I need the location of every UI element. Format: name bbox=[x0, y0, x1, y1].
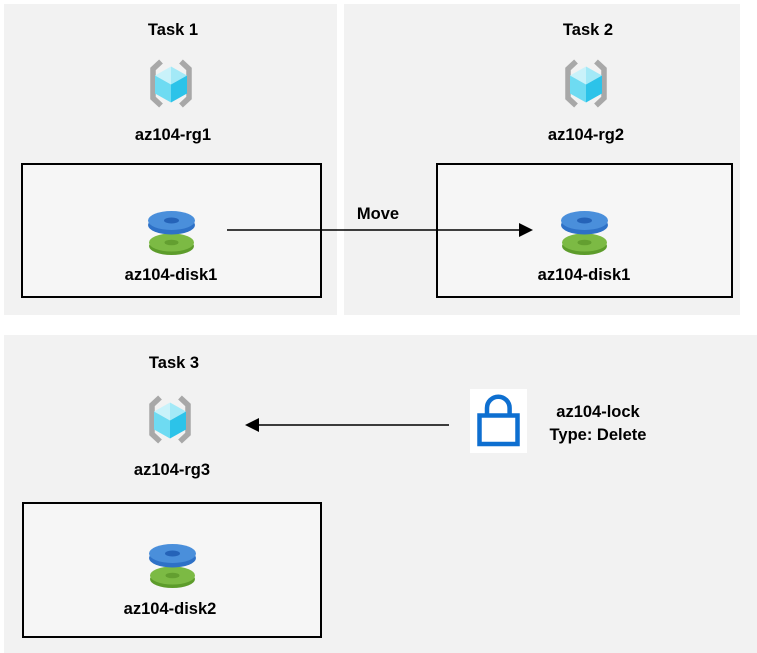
task3-resource-group-label: az104-rg3 bbox=[133, 461, 211, 479]
task1-resource-group-label: az104-rg1 bbox=[134, 126, 212, 144]
move-arrow bbox=[227, 223, 533, 237]
panel-task2 bbox=[344, 4, 740, 315]
lock-icon bbox=[470, 389, 527, 453]
lock-to-rg3-arrow bbox=[245, 418, 449, 432]
disk-icon bbox=[143, 206, 200, 258]
task2-resource-group-label: az104-rg2 bbox=[547, 126, 625, 144]
task2-title: Task 2 bbox=[562, 21, 614, 39]
resource-group-icon bbox=[142, 57, 200, 110]
task2-disk-label: az104-disk1 bbox=[537, 266, 631, 284]
task1-disk-label: az104-disk1 bbox=[124, 266, 218, 284]
disk-icon bbox=[144, 539, 201, 591]
lock-type-label: Type: Delete bbox=[549, 426, 647, 444]
lock-name-label: az104-lock bbox=[556, 403, 640, 421]
resource-group-icon bbox=[141, 393, 199, 446]
task1-title: Task 1 bbox=[147, 21, 199, 39]
move-arrow-label: Move bbox=[356, 205, 400, 223]
task3-title: Task 3 bbox=[148, 354, 200, 372]
resource-group-icon bbox=[557, 57, 615, 110]
panel-task3 bbox=[4, 335, 757, 653]
disk-icon bbox=[556, 206, 613, 258]
task3-disk-label: az104-disk2 bbox=[123, 600, 217, 618]
